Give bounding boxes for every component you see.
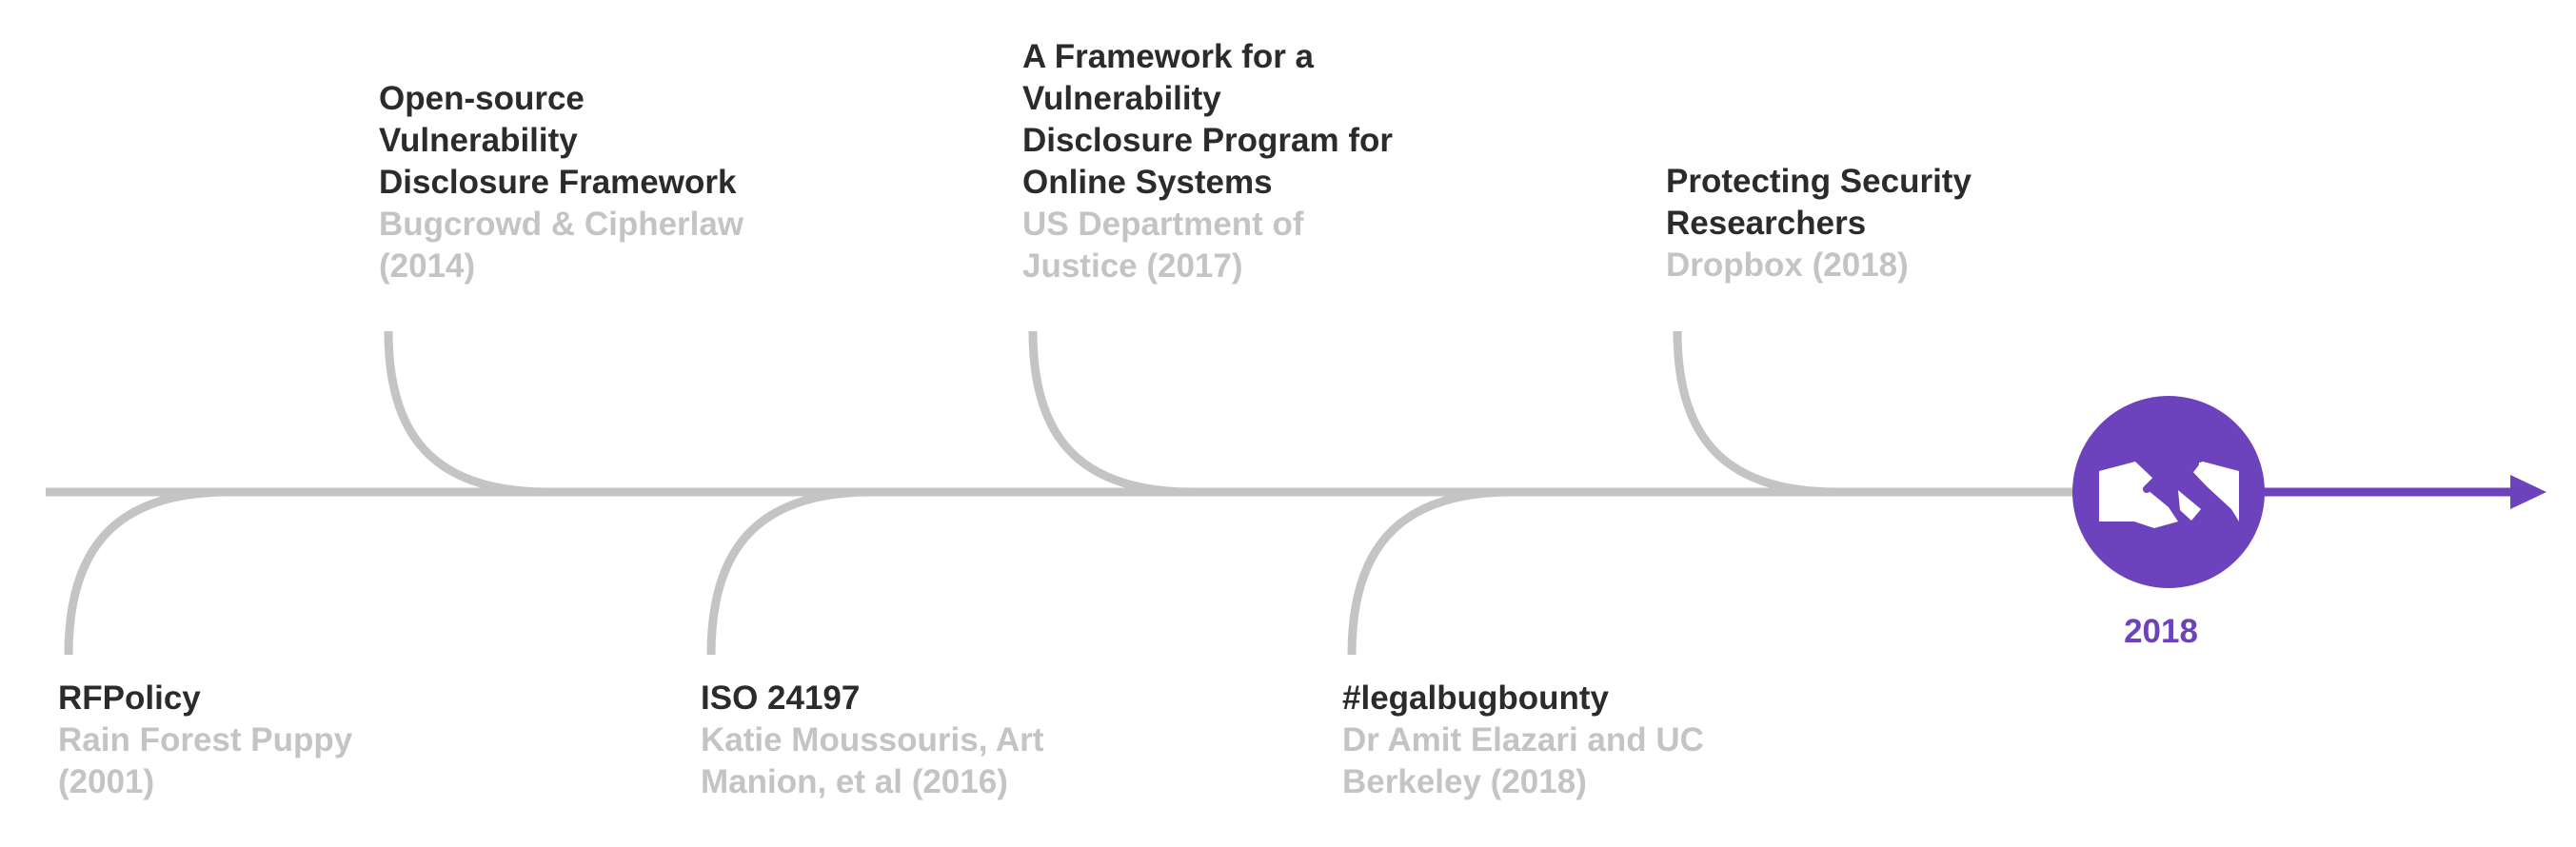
event-open-source-framework: Open-source Vulnerability Disclosure Fra… (379, 78, 779, 287)
connector-open-source-framework (384, 330, 549, 497)
milestone-year-label: 2018 (2124, 613, 2198, 650)
handshake-icon (2099, 453, 2239, 528)
event-rfpolicy: RFPolicy Rain Forest Puppy (2001) (58, 678, 458, 803)
event-doj-framework: A Framework for a Vulnerability Disclosu… (1022, 36, 1422, 287)
event-source: Dropbox (2018) (1666, 246, 1909, 284)
event-source: Rain Forest Puppy (2001) (58, 721, 353, 800)
event-dropbox: Protecting Security Researchers Dropbox … (1666, 161, 2066, 286)
timeline-arrow-head (2510, 475, 2546, 509)
event-title: A Framework for a Vulnerability Disclosu… (1022, 38, 1393, 201)
connector-doj-framework (1028, 330, 1194, 497)
connector-rfpolicy (64, 487, 229, 656)
event-source: Dr Amit Elazari and UC Berkeley (2018) (1342, 721, 1704, 800)
event-title: Protecting Security Researchers (1666, 163, 1972, 242)
connector-iso-24197 (706, 487, 872, 656)
event-title: Open-source Vulnerability Disclosure Fra… (379, 80, 737, 201)
event-title: #legalbugbounty (1342, 680, 1609, 717)
event-source: US Department of Justice (2017) (1022, 206, 1304, 285)
connector-legalbugbounty (1347, 487, 1513, 656)
event-title: RFPolicy (58, 680, 201, 717)
milestone-circle (2072, 396, 2265, 588)
event-source: Bugcrowd & Cipherlaw (2014) (379, 206, 744, 285)
event-legalbugbounty: #legalbugbounty Dr Amit Elazari and UC B… (1342, 678, 1742, 803)
event-source: Katie Moussouris, Art Manion, et al (201… (701, 721, 1044, 800)
connector-dropbox (1673, 330, 1838, 497)
event-title: ISO 24197 (701, 680, 861, 717)
event-iso-24197: ISO 24197 Katie Moussouris, Art Manion, … (701, 678, 1100, 803)
